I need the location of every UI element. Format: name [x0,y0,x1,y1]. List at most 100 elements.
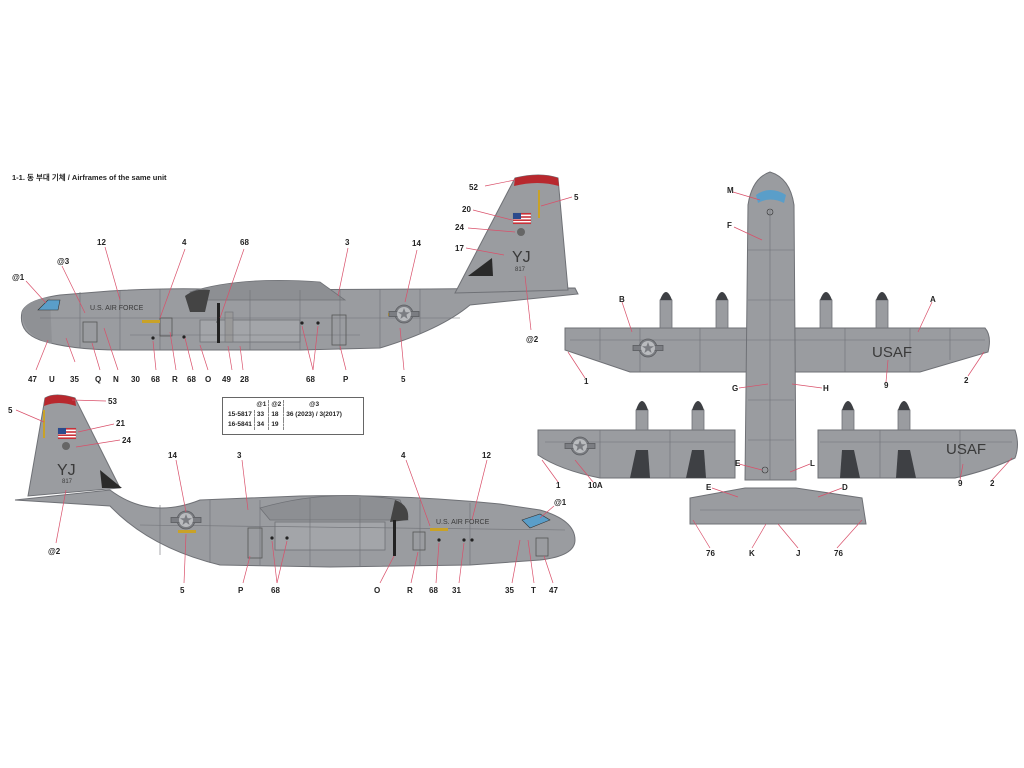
callout-label: 52 [469,183,478,192]
plan-callout-lines [541,191,1013,549]
callout-label: 47 [28,375,37,384]
top-callouts: @1 @3 12 4 68 3 14 52 5 20 24 17 @2 47 U… [12,183,579,384]
callout-label: 4 [182,238,187,247]
table-header-cell: @1 [256,401,267,408]
table-header-cell: @2 [268,400,284,410]
tail-serial-marking: 817 [515,267,526,273]
us-flag-icon [57,427,77,440]
callout-label: 68 [271,586,280,595]
callout-label: 21 [116,419,125,428]
callout-label: R [172,375,178,384]
callout-label: R [407,586,413,595]
callout-label: F [727,221,732,230]
callout-label: M [727,186,734,195]
callout-label: 14 [168,451,177,460]
table-cell: 19 [268,420,284,430]
callout-label: 31 [452,586,461,595]
callout-label: O [205,375,211,384]
us-flag-icon [512,212,532,225]
callout-label: O [374,586,380,595]
table-cell: 33 [253,410,269,420]
section-heading: 1-1. 동 부대 기체 / Airframes of the same uni… [12,172,167,182]
callout-label: H [823,384,829,393]
table-cell: 36 (2023) / 3(2017) [283,410,344,420]
callout-label: 3 [345,238,350,247]
callout-label: 53 [108,397,117,406]
table-cell [283,420,344,430]
callout-label: 35 [505,586,514,595]
us-air-force-marking: U.S. AIR FORCE [90,305,144,312]
callout-label: 5 [180,586,185,595]
callout-label: 49 [222,375,231,384]
unit-badge-icon [62,442,70,450]
callout-label: 3 [237,451,242,460]
table-row: 16-5841 34 19 [226,420,344,430]
callout-label: T [531,586,536,595]
callout-label: G [732,384,738,393]
callout-label: 17 [455,244,464,253]
side-view-left: U.S. AIR FORCE YJ 817 [20,174,579,351]
callout-label: P [343,375,349,384]
side-view-right: U.S. AIR FORCE YJ 817 [14,394,576,568]
callout-label: 24 [122,436,131,445]
callout-label: N [113,375,119,384]
callout-label: 2 [990,479,995,488]
callout-label: J [796,549,800,558]
callout-label: @1 [554,498,567,507]
bottom-callout-lines [15,399,555,584]
callout-label: 47 [549,586,558,595]
callout-label: 68 [151,375,160,384]
callout-label: 76 [706,549,715,558]
table-cell: 34 [253,420,269,430]
callout-label: 76 [834,549,843,558]
callout-label: 14 [412,239,421,248]
table-cell: 18 [268,410,284,420]
callout-label: D [842,483,848,492]
callout-label: B [619,295,625,304]
callout-label: 68 [187,375,196,384]
callout-label: 12 [482,451,491,460]
callout-label: 9 [884,381,889,390]
callout-label: 30 [131,375,140,384]
callout-label: 28 [240,375,249,384]
callout-label: @3 [57,257,70,266]
callout-label: 24 [455,223,464,232]
callout-label: 1 [584,377,589,386]
callout-label: 5 [8,406,13,415]
callout-label: E [735,459,741,468]
callout-label: K [749,549,755,558]
plan-view-lower-wings: USAF [537,401,1018,479]
top-callout-lines [25,179,573,371]
callout-label: @2 [48,547,61,556]
usaf-marking: USAF [872,344,912,361]
callout-label: 68 [240,238,249,247]
callout-label: 12 [97,238,106,247]
callout-label: 20 [462,205,471,214]
callout-label: 68 [429,586,438,595]
callout-label: P [238,586,244,595]
callout-label: 9 [958,479,963,488]
plan-view-top: USAF [564,171,990,525]
callout-label: 5 [401,375,406,384]
usaf-marking: USAF [946,441,986,458]
callout-label: 5 [574,193,579,202]
callout-label: 1 [556,481,561,490]
callout-label: 35 [70,375,79,384]
table-row: 15-5817 33 18 36 (2023) / 3(2017) [226,410,344,420]
table-header-cell: @3 [283,400,344,410]
us-air-force-marking: U.S. AIR FORCE [436,519,490,526]
callout-label: 4 [401,451,406,460]
unit-badge-icon [517,228,525,236]
callout-label: L [810,459,815,468]
tail-serial-marking: 817 [62,479,73,485]
table-header-row: @1 @2 @3 [226,400,344,410]
table-cell: 15-5817 [228,411,252,418]
tail-code-marking: YJ [57,462,76,479]
callout-label: U [49,375,55,384]
plan-callouts: M F B A 1 9 2 G H E L 10A 1 9 2 E D 76 K… [556,186,995,558]
callout-label: A [930,295,936,304]
callout-label: 68 [306,375,315,384]
table-cell: 16-5841 [228,421,252,428]
callout-label: 10A [588,481,603,490]
